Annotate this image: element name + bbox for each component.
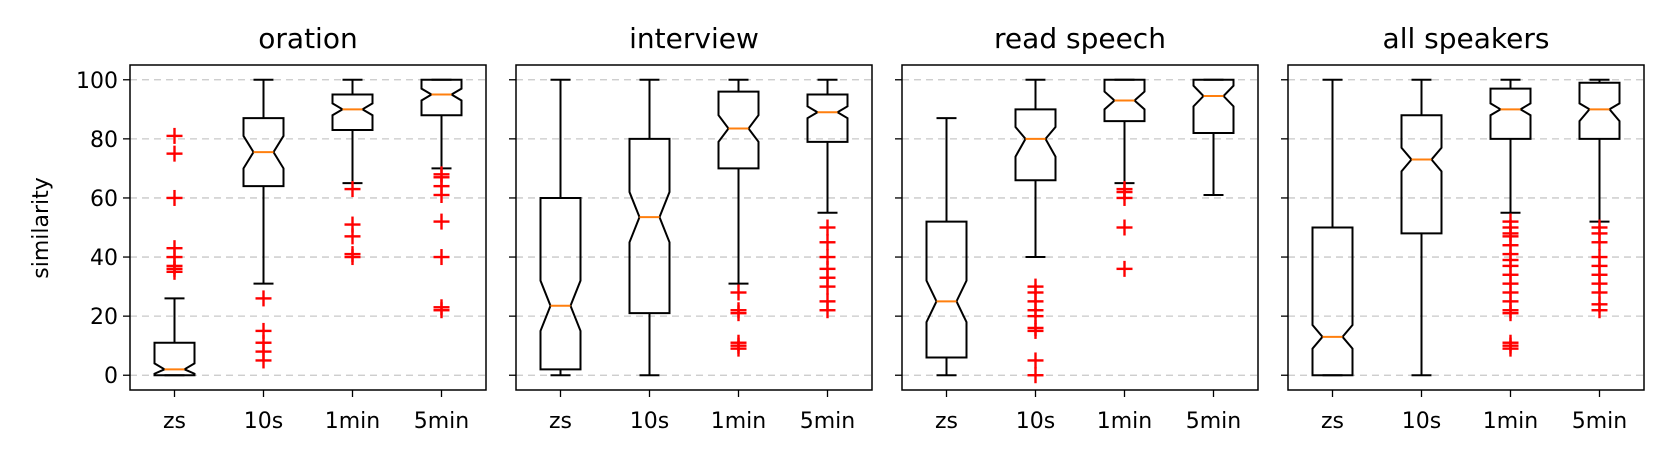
panel-frame	[1287, 64, 1645, 391]
outlier-point	[1502, 213, 1519, 230]
box-5min	[1578, 78, 1621, 319]
outlier-point	[344, 246, 361, 263]
notched-box	[153, 341, 196, 377]
y-axis-label: similarity	[29, 177, 54, 279]
x-tick-label: 10s	[1016, 409, 1055, 434]
notched-box	[717, 90, 760, 170]
outlier-point	[1116, 219, 1133, 236]
box-1min	[1489, 78, 1532, 357]
panel-title: read speech	[994, 22, 1166, 55]
notched-box	[1014, 108, 1057, 182]
outlier-point	[166, 127, 183, 144]
outlier-point	[166, 240, 183, 257]
x-tick-label: 10s	[244, 409, 283, 434]
outlier-point	[730, 284, 747, 301]
x-tick-label: zs	[1321, 409, 1344, 434]
outlier-point	[1116, 260, 1133, 277]
x-tick-label: 10s	[1402, 409, 1441, 434]
outlier-point	[1591, 219, 1608, 236]
box-5min	[806, 78, 849, 319]
x-tick-label: zs	[549, 409, 572, 434]
notched-box	[1192, 78, 1235, 134]
panel-title: all speakers	[1383, 22, 1550, 55]
panel-title: interview	[629, 22, 759, 55]
outlier-point	[255, 322, 272, 339]
box-10s	[242, 78, 285, 369]
box-zs	[925, 117, 968, 377]
x-tick-label: 1min	[1097, 409, 1152, 434]
outlier-point	[344, 216, 361, 233]
outlier-point	[344, 181, 361, 198]
x-tick-label: 1min	[711, 409, 766, 434]
y-tick-label: 0	[104, 364, 118, 389]
notched-box	[925, 220, 968, 359]
outlier-point	[433, 213, 450, 230]
outlier-point	[1027, 278, 1044, 295]
x-tick-label: 5min	[800, 409, 855, 434]
outlier-point	[1116, 181, 1133, 198]
outlier-point	[1502, 334, 1519, 351]
x-tick-label: 1min	[1483, 409, 1538, 434]
outlier-point	[819, 249, 836, 266]
notched-box	[628, 137, 671, 315]
panel-interview: interview zs 10s 1min 5min	[509, 22, 873, 434]
panel-all-speakers: all speakers zs 10s 1min 5min	[1281, 22, 1645, 434]
x-tick-label: 10s	[630, 409, 669, 434]
box-10s	[1400, 78, 1443, 377]
outlier-point	[1591, 249, 1608, 266]
notched-box	[806, 93, 849, 143]
x-tick-label: 5min	[1572, 409, 1627, 434]
x-tick-label: zs	[935, 409, 958, 434]
y-tick-label: 80	[90, 128, 118, 153]
outlier-point	[730, 302, 747, 319]
x-tick-label: 5min	[414, 409, 469, 434]
y-tick-label: 100	[76, 69, 118, 94]
notched-box	[1578, 81, 1621, 140]
box-zs	[539, 78, 582, 377]
box-10s	[628, 78, 671, 377]
outlier-point	[1027, 352, 1044, 369]
box-zs	[153, 127, 196, 377]
panel-frame	[129, 64, 487, 391]
x-tick-label: 5min	[1186, 409, 1241, 434]
y-tick-label: 60	[90, 187, 118, 212]
y-tick-label: 20	[90, 305, 118, 330]
y-tick-label: 40	[90, 246, 118, 271]
panel-read-speech: read speech zs 10s 1min 5min	[895, 22, 1259, 434]
x-tick-label: 1min	[325, 409, 380, 434]
outlier-point	[433, 166, 450, 183]
panel-frame	[515, 64, 873, 391]
panel-oration: oration 0 20 40 60 80 100 zs 10s 1min 5min	[76, 22, 487, 434]
box-5min	[1192, 78, 1235, 196]
outlier-point	[1027, 367, 1044, 384]
notched-box	[539, 196, 582, 371]
notched-box	[242, 117, 285, 188]
outlier-point	[819, 234, 836, 251]
outlier-point	[433, 249, 450, 266]
panel-frame	[901, 64, 1259, 391]
outlier-point	[166, 145, 183, 162]
outlier-point	[819, 293, 836, 310]
outlier-point	[166, 189, 183, 206]
box-1min	[717, 78, 760, 357]
outlier-point	[819, 219, 836, 236]
notched-box	[1400, 114, 1443, 235]
box-1min	[331, 78, 374, 266]
notched-box	[1103, 78, 1146, 123]
box-10s	[1014, 78, 1057, 384]
box-zs	[1311, 78, 1354, 377]
outlier-point	[433, 299, 450, 316]
notched-box	[420, 78, 463, 117]
outlier-point	[255, 290, 272, 307]
box-5min	[420, 78, 463, 319]
panel-title: oration	[258, 22, 357, 55]
outlier-point	[730, 334, 747, 351]
notched-box	[1311, 226, 1354, 377]
box-1min	[1103, 78, 1146, 277]
x-tick-label: zs	[163, 409, 186, 434]
notched-box	[331, 93, 374, 131]
notched-box	[1489, 87, 1532, 140]
